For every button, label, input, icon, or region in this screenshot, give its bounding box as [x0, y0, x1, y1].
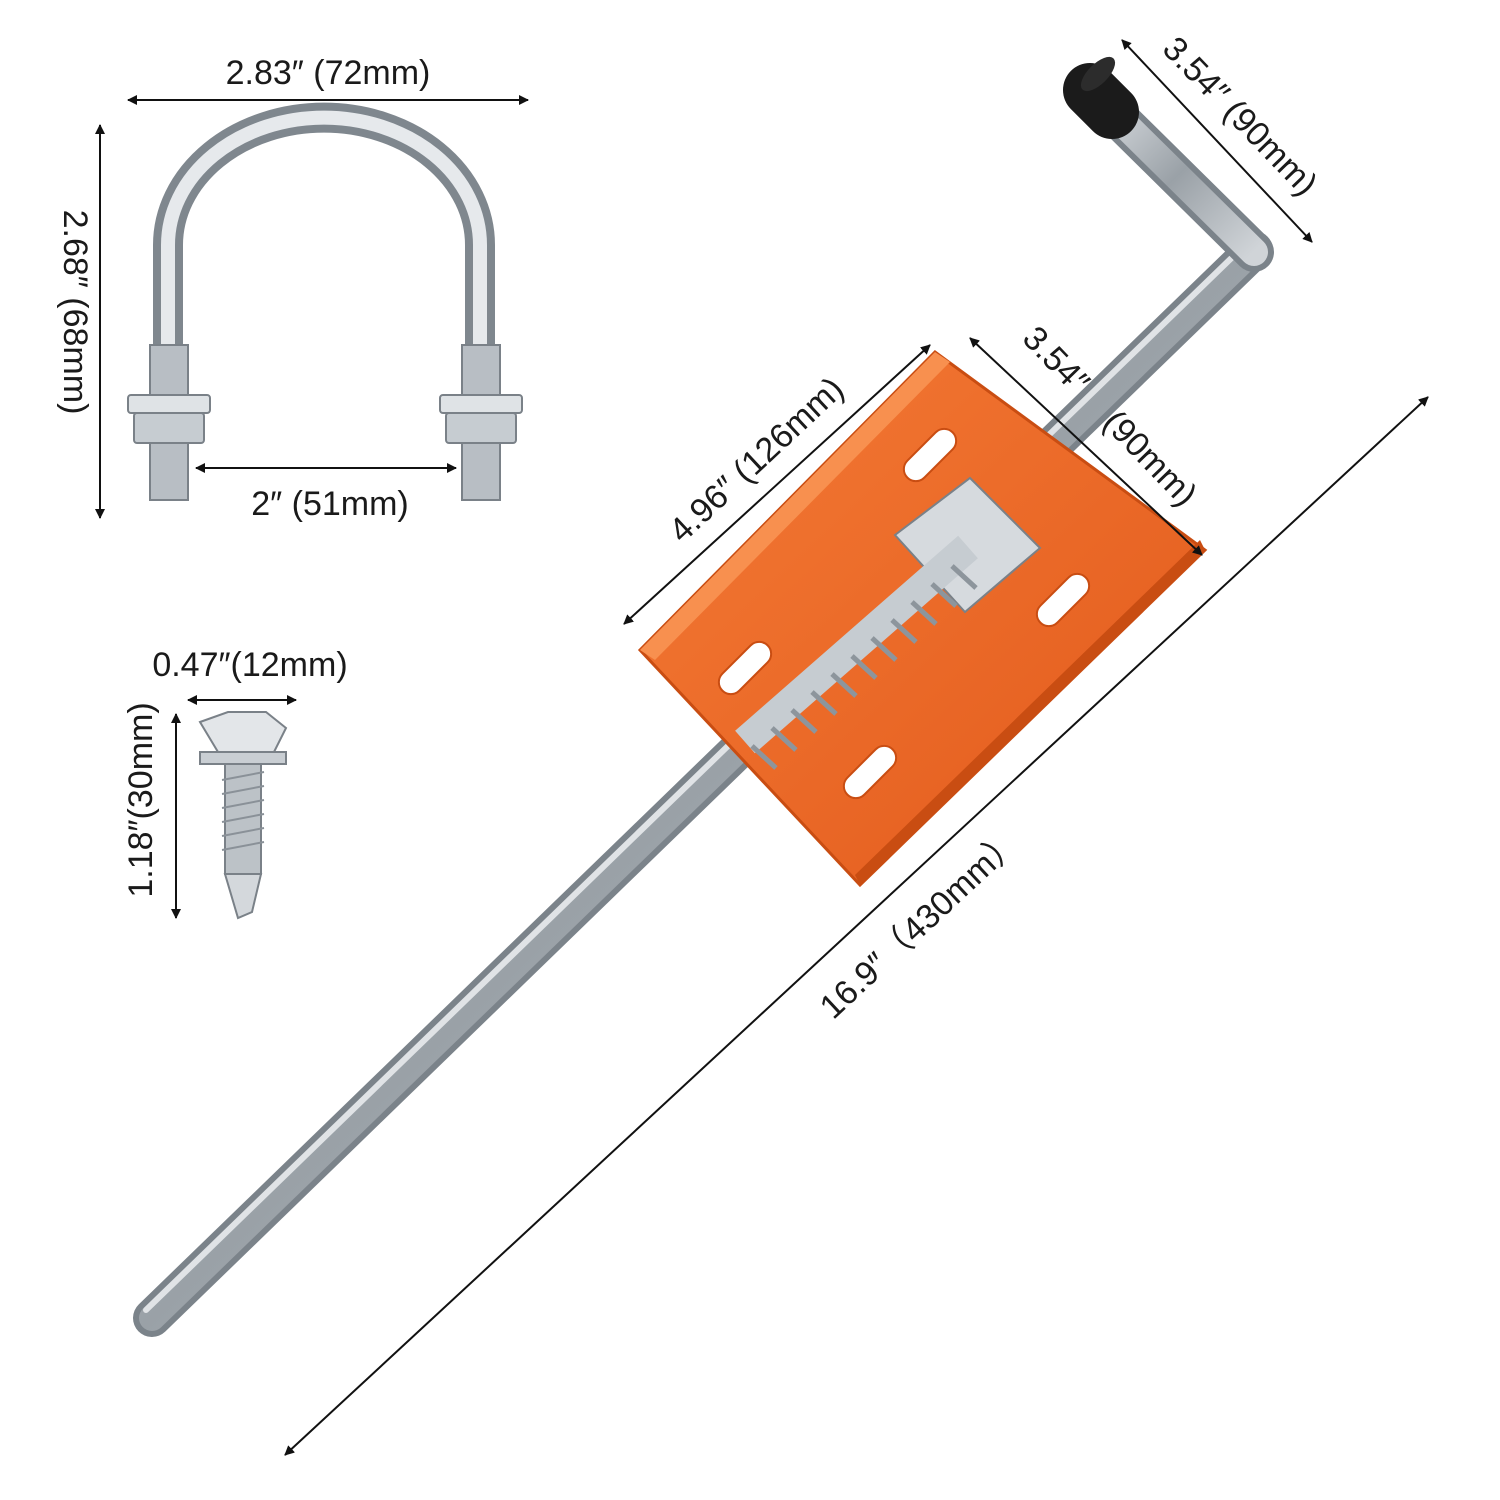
- screw-length-label: 1.18″(30mm): [122, 702, 160, 897]
- rod-length-dimension-line: [284, 396, 1429, 1456]
- u-bolt-right-thread: [439, 344, 523, 501]
- screw-head-width-label: 0.47″(12mm): [152, 646, 347, 684]
- ubolt-height-label: 2.68″ (68mm): [56, 210, 94, 415]
- ubolt-width-label: 2.83″ (72mm): [226, 54, 431, 92]
- u-bolt-left-thread: [127, 344, 211, 501]
- self-drilling-screw: [198, 711, 288, 920]
- u-bolt: [127, 102, 523, 501]
- ubolt-inner-width-label: 2″ (51mm): [251, 485, 409, 523]
- handle-length-dimension-line: [1121, 39, 1313, 243]
- handle-cap: [1063, 56, 1139, 139]
